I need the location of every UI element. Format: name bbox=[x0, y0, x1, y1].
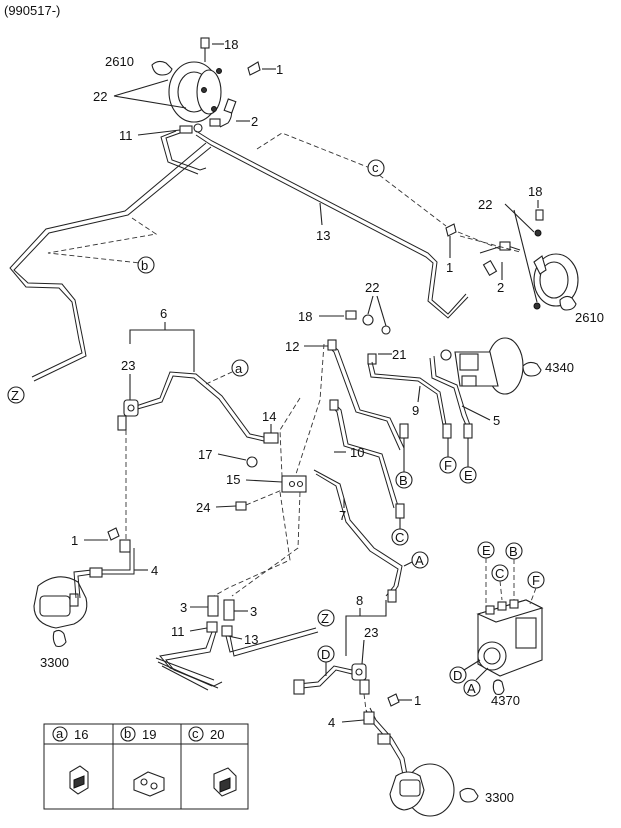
connector-d-low: D bbox=[321, 647, 330, 662]
clip-19-icon bbox=[133, 771, 165, 797]
label-4370: 4370 bbox=[491, 693, 520, 708]
connector-a-mid: A bbox=[415, 553, 424, 568]
brake-pipe-13-upper bbox=[9, 130, 469, 382]
label-5: 5 bbox=[493, 413, 500, 428]
rear-right-brake-assembly bbox=[389, 763, 455, 817]
legend-letter-a: a bbox=[56, 726, 64, 741]
label-2-right: 2 bbox=[497, 280, 504, 295]
label-9: 9 bbox=[412, 403, 419, 418]
rear-left-brake-assembly bbox=[33, 576, 88, 629]
clip-1-top bbox=[247, 61, 261, 76]
label-3300-right: 3300 bbox=[485, 790, 514, 805]
connector-b-hecu: B bbox=[509, 544, 518, 559]
label-3300-left: 3300 bbox=[40, 655, 69, 670]
connector-a-left: a bbox=[235, 361, 243, 376]
label-24: 24 bbox=[196, 500, 210, 515]
label-18-right: 18 bbox=[528, 184, 542, 199]
label-8: 8 bbox=[356, 593, 363, 608]
label-11-top: 11 bbox=[119, 128, 133, 143]
parts-legend-table: a 16 b 19 c 20 bbox=[43, 723, 249, 810]
hand-pointer-icon bbox=[559, 295, 577, 311]
hand-pointer-icon bbox=[492, 679, 505, 696]
label-2-top: 2 bbox=[251, 114, 258, 129]
hand-pointer-icon bbox=[151, 60, 173, 76]
label-17: 17 bbox=[198, 447, 212, 462]
brake-pipe-13-lower bbox=[155, 627, 319, 691]
label-1-bottom: 1 bbox=[414, 693, 421, 708]
connector-c: c bbox=[372, 160, 379, 175]
label-13-top: 13 bbox=[316, 228, 330, 243]
junction-block bbox=[235, 432, 307, 511]
label-13-low: 13 bbox=[244, 632, 258, 647]
connector-d-hecu: D bbox=[453, 668, 462, 683]
label-3-right: 3 bbox=[250, 604, 257, 619]
label-4-left: 4 bbox=[151, 563, 158, 578]
legend-part-20: 20 bbox=[210, 727, 224, 742]
master-cylinder-booster bbox=[440, 337, 524, 395]
legend-part-19: 19 bbox=[142, 727, 156, 742]
connector-c-hecu: C bbox=[495, 566, 504, 581]
hand-pointer-icon bbox=[522, 361, 542, 377]
connector-z-left: Z bbox=[11, 388, 19, 403]
front-left-brake-assembly bbox=[168, 37, 222, 123]
hydraulic-unit-4370 bbox=[476, 599, 544, 677]
connector-e-hecu: E bbox=[482, 543, 491, 558]
label-10: 10 bbox=[350, 445, 364, 460]
connector-b: b bbox=[141, 258, 148, 273]
diagram-code: (990517-) bbox=[4, 3, 60, 18]
hand-pointer-icon bbox=[52, 629, 67, 648]
connector-z-mid: Z bbox=[321, 611, 329, 626]
label-11-low: 11 bbox=[171, 624, 185, 639]
label-15: 15 bbox=[226, 472, 240, 487]
connector-f-mid: F bbox=[444, 458, 452, 473]
label-21: 21 bbox=[392, 347, 406, 362]
connector-e-mid: E bbox=[464, 468, 473, 483]
front-right-brake-assembly bbox=[479, 209, 579, 310]
label-14: 14 bbox=[262, 409, 276, 424]
connector-f-hecu: F bbox=[532, 573, 540, 588]
label-7: 7 bbox=[339, 508, 346, 523]
label-1-right: 1 bbox=[446, 260, 453, 275]
legend-letter-c: c bbox=[192, 726, 199, 741]
connector-a-hecu: A bbox=[467, 681, 476, 696]
hand-pointer-icon bbox=[459, 787, 479, 803]
label-23-right: 23 bbox=[364, 625, 378, 640]
label-2610-right: 2610 bbox=[575, 310, 604, 325]
label-2610-top: 2610 bbox=[105, 54, 134, 69]
label-1-top: 1 bbox=[276, 62, 283, 77]
legend-letter-b: b bbox=[124, 726, 131, 741]
label-22-top: 22 bbox=[93, 89, 107, 104]
label-23-left: 23 bbox=[121, 358, 135, 373]
connector-b-mid: B bbox=[399, 473, 408, 488]
label-6: 6 bbox=[160, 306, 167, 321]
label-4340: 4340 bbox=[545, 360, 574, 375]
label-22-mid: 22 bbox=[365, 280, 379, 295]
label-12: 12 bbox=[285, 339, 299, 354]
label-3-left: 3 bbox=[180, 600, 187, 615]
label-1-left: 1 bbox=[71, 533, 78, 548]
brake-pipes-mid bbox=[133, 344, 471, 599]
label-4-right: 4 bbox=[328, 715, 335, 730]
connector-c-mid: C bbox=[395, 530, 404, 545]
label-18-top: 18 bbox=[224, 37, 238, 52]
label-22-right: 22 bbox=[478, 197, 492, 212]
label-18-mid: 18 bbox=[298, 309, 312, 324]
legend-part-16: 16 bbox=[74, 727, 88, 742]
